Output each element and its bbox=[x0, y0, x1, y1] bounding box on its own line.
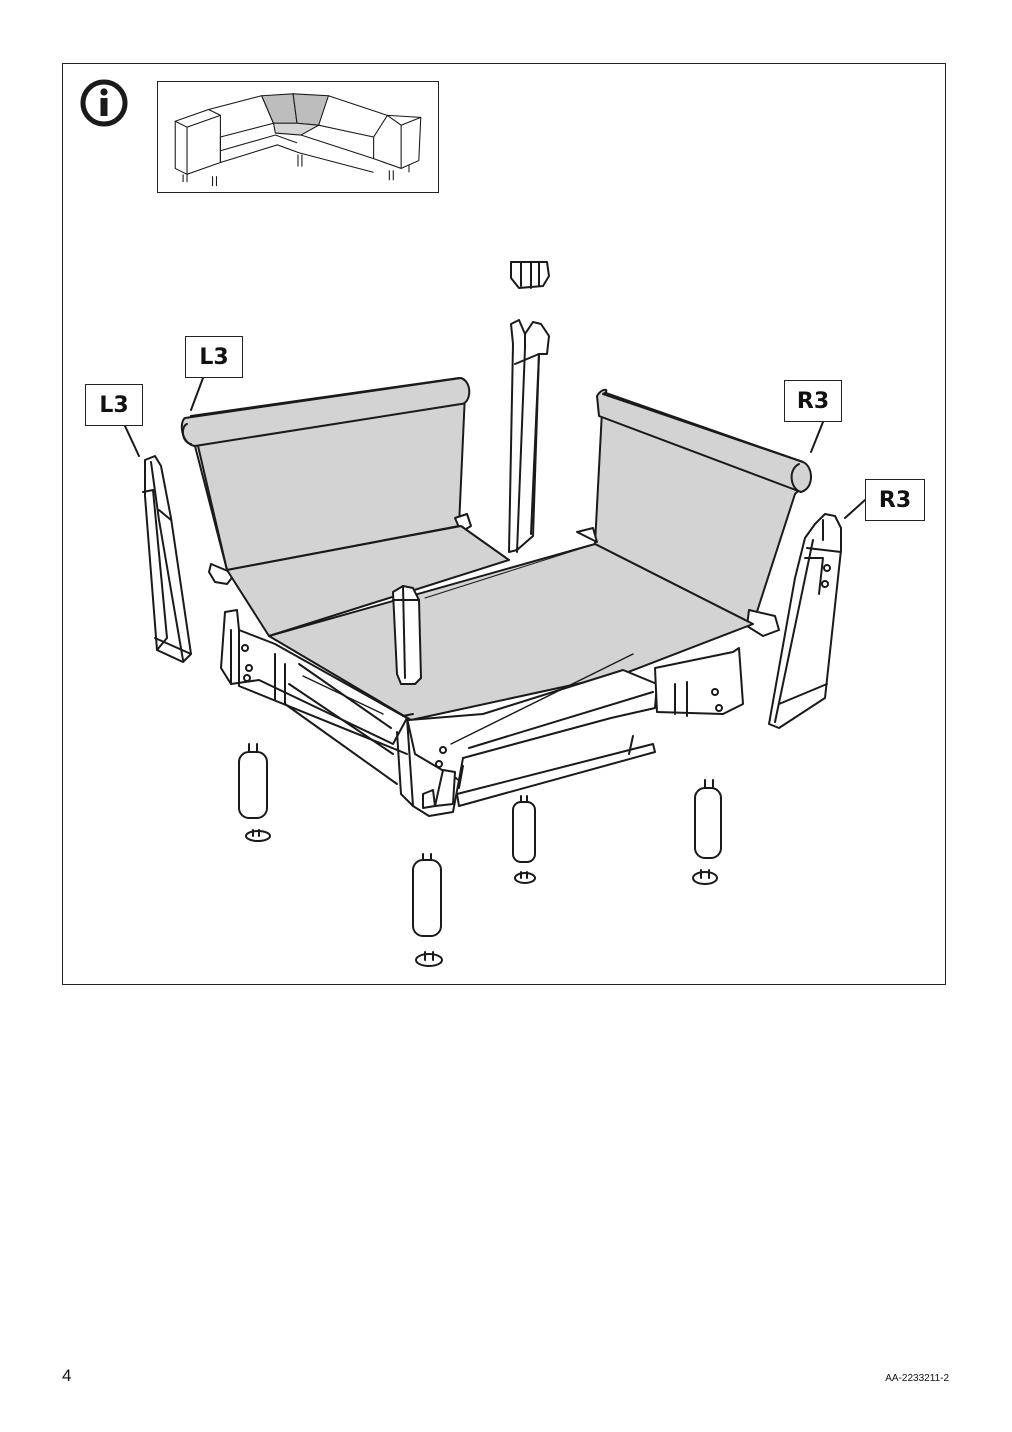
right-backrest bbox=[576, 388, 812, 637]
callout-left-armrest: L3 bbox=[85, 384, 143, 426]
info-icon bbox=[80, 79, 128, 127]
corner-sofa-illustration bbox=[174, 93, 422, 187]
callout-left-backrest: L3 bbox=[185, 336, 243, 378]
document-id: AA-2233211-2 bbox=[885, 1373, 949, 1384]
corner-post-upper bbox=[508, 319, 550, 553]
assembly-drawing bbox=[124, 261, 866, 967]
leg-2 bbox=[412, 853, 443, 967]
leg-1 bbox=[238, 743, 271, 842]
callout-right-armrest: R3 bbox=[865, 479, 925, 521]
pointer-left-armrest bbox=[124, 425, 140, 457]
corner-cap bbox=[510, 261, 550, 289]
pointer-right-armrest bbox=[844, 499, 866, 519]
leg-4 bbox=[692, 779, 722, 885]
page-number: 4 bbox=[62, 1366, 72, 1385]
callout-right-backrest: R3 bbox=[784, 380, 842, 422]
left-seat bbox=[226, 525, 510, 637]
pointer-left-backrest bbox=[190, 377, 204, 411]
base-frame bbox=[220, 609, 744, 817]
corner-post-middle bbox=[392, 585, 422, 685]
instruction-panel: L3 L3 R3 R3 bbox=[62, 63, 946, 985]
pointer-right-backrest bbox=[810, 421, 824, 453]
left-armrest bbox=[142, 455, 192, 663]
left-backrest bbox=[180, 377, 472, 585]
leg-3 bbox=[512, 795, 536, 884]
sofa-overview-inset bbox=[157, 81, 439, 193]
right-armrest bbox=[768, 513, 842, 729]
